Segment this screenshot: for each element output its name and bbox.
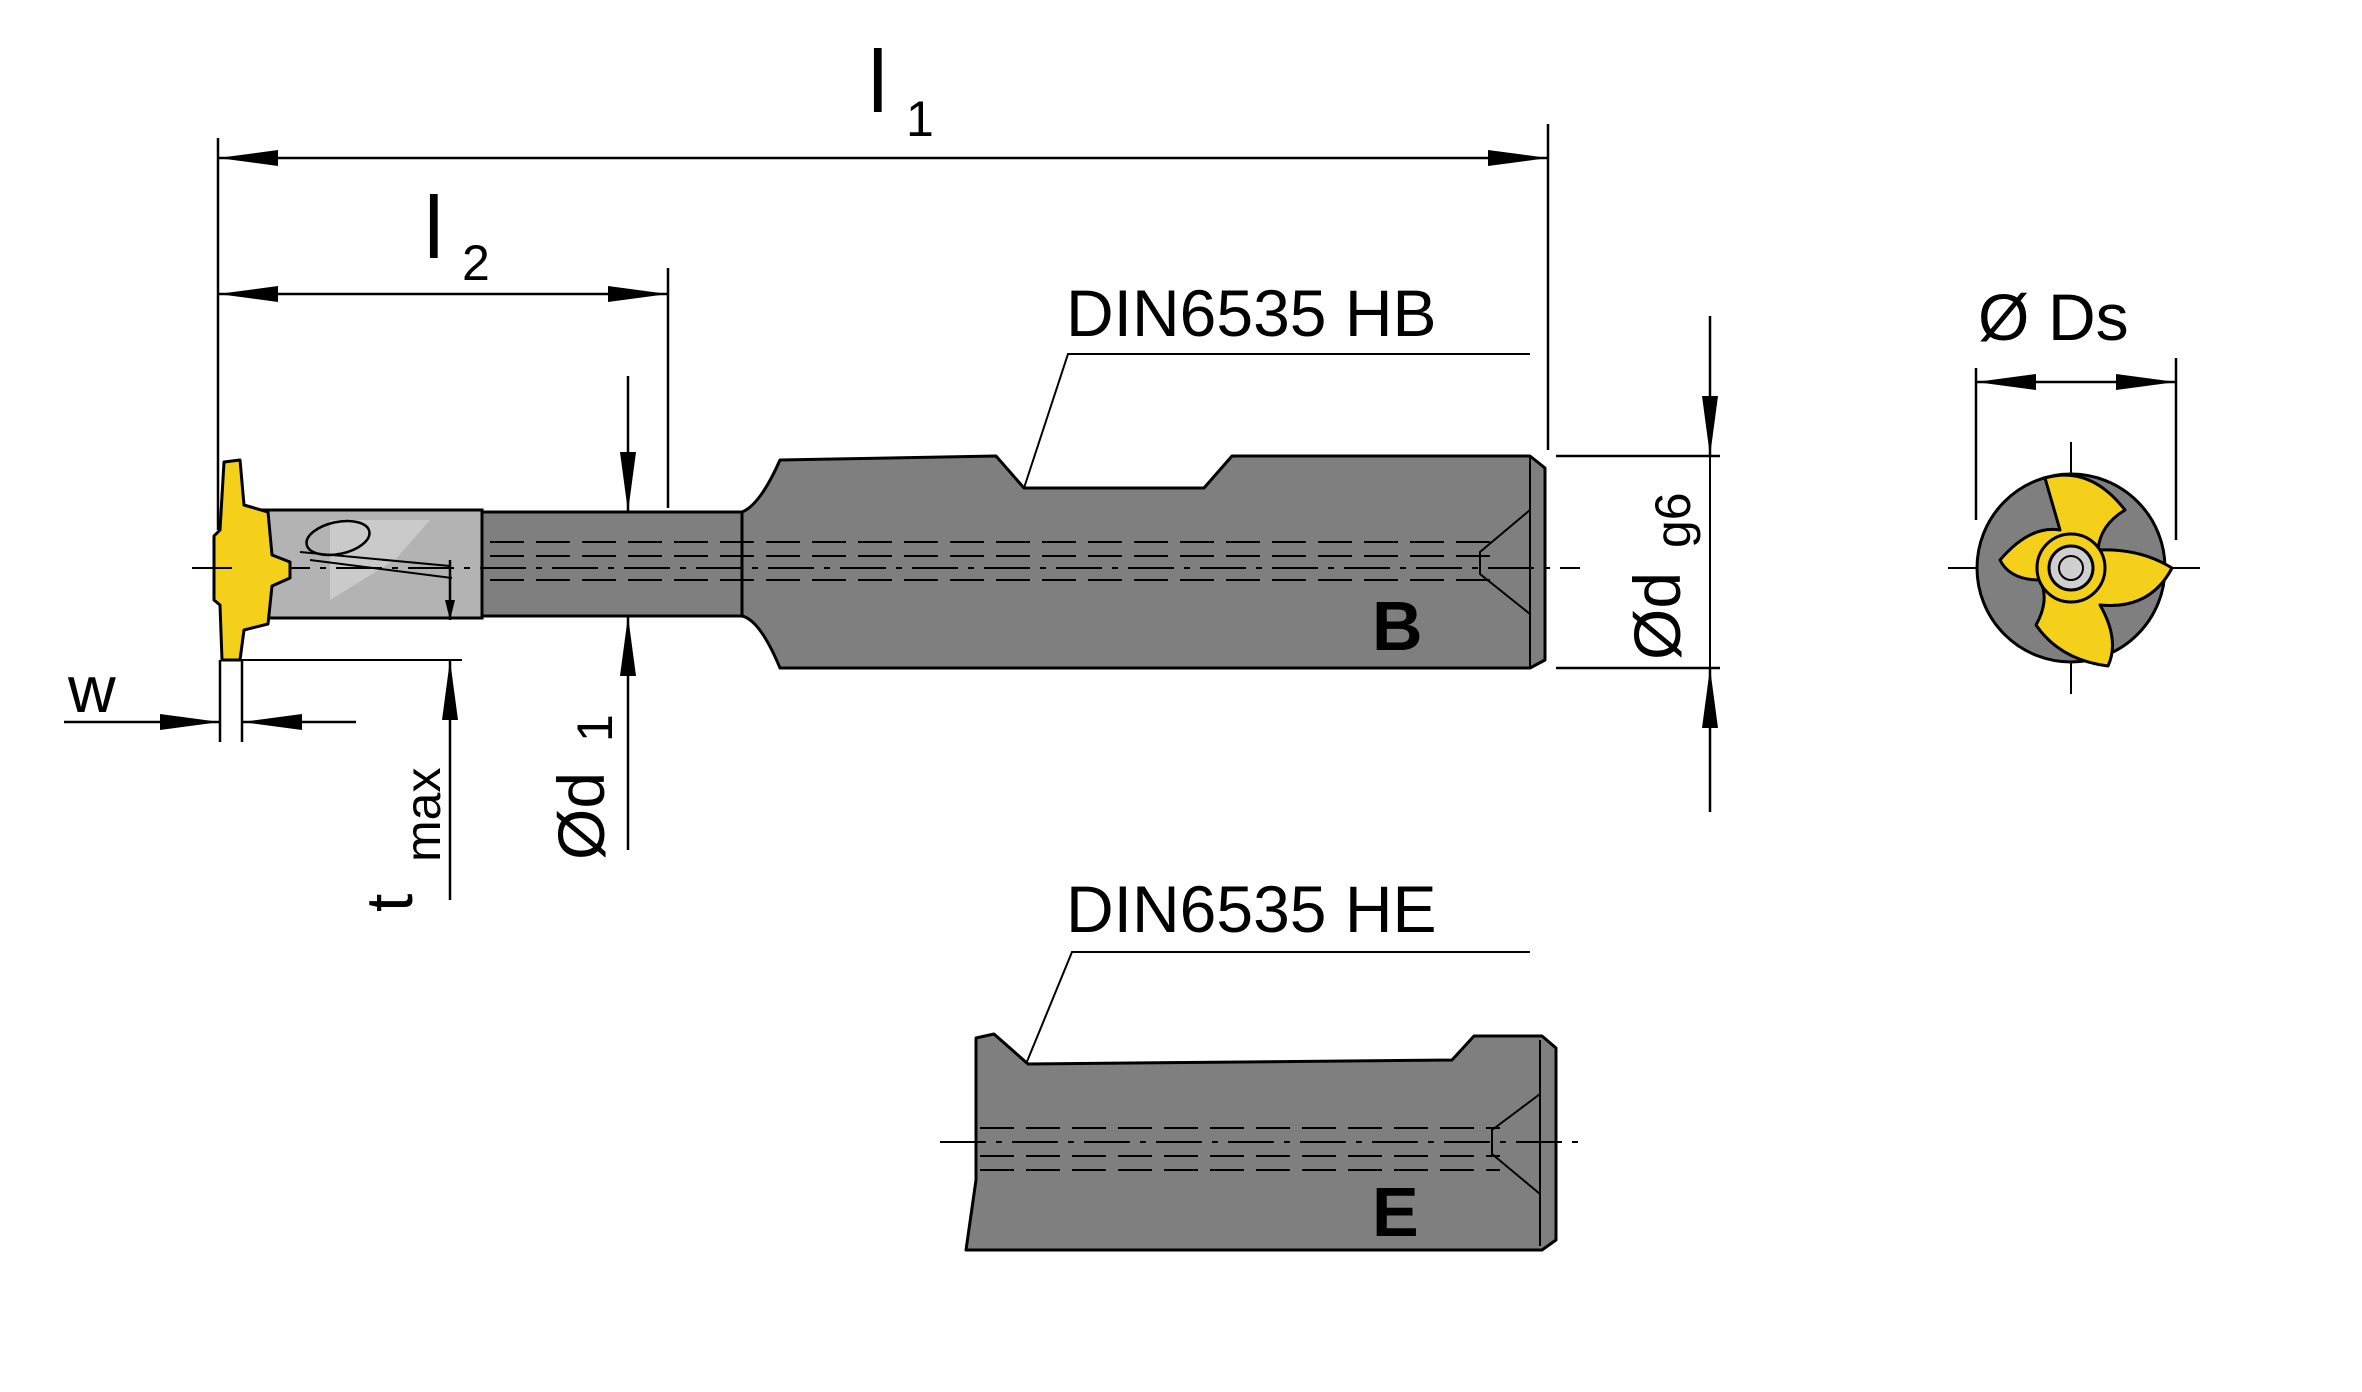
label-shank-e: E [1372,1173,1419,1251]
dim-l2: l 2 [218,178,670,508]
label-tmax: t [352,894,426,912]
label-tmax-sub: max [395,768,451,862]
label-d1: Ød [544,772,618,860]
label-dg6-sub: g6 [1645,492,1701,548]
tool-side-view [192,454,1580,670]
label-din-hb: DIN6535 HB [1066,276,1437,350]
label-din-he: DIN6535 HE [1066,872,1437,946]
neck-d1 [480,510,744,618]
dim-l1: l 1 [216,32,1550,530]
tool-end-view: Ø Ds [1948,280,2200,694]
shank-hb [740,454,1547,670]
dim-w: w [64,652,356,742]
screw-hole [305,519,371,557]
label-ds-phi: Ø [1978,280,2029,354]
label-shank-b: B [1372,587,1423,665]
dim-tmax: t max [240,560,462,912]
label-d1-sub: 1 [567,714,623,742]
label-l1-sub: 1 [906,91,934,147]
dim-dg6: Ød g6 [1556,316,1720,812]
label-ds: Ds [2048,280,2129,354]
label-dg6: Ød [1620,572,1694,660]
label-l1: l [868,32,888,131]
label-w: w [67,652,116,726]
insert [212,458,292,662]
shank-he-view: DIN6535 HE E [940,872,1582,1252]
label-l2: l [424,178,444,277]
label-l2-sub: 2 [462,235,490,291]
dim-d1: Ød 1 [544,376,636,860]
leader-din-hb: DIN6535 HB [1023,276,1530,489]
